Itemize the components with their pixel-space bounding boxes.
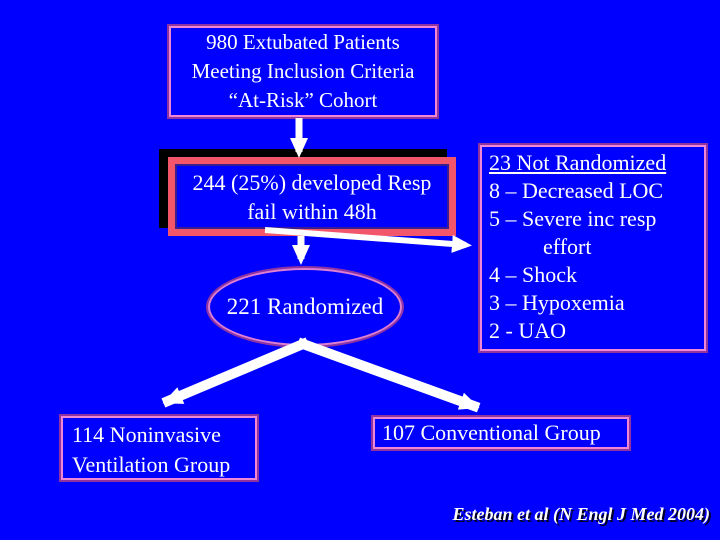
niv-group-box: 114 Noninvasive Ventilation Group: [61, 416, 257, 480]
resp-fail-box: 244 (25%) developed Resp fail within 48h: [168, 157, 456, 236]
citation: Esteban et al (N Engl J Med 2004): [452, 504, 710, 524]
not-randomized-title: 23 Not Randomized: [489, 150, 667, 175]
not-randomized-item-continuation: effort: [543, 234, 592, 259]
not-randomized-item: 2 - UAO: [489, 318, 566, 343]
cohort-line: “At-Risk” Cohort: [228, 88, 378, 112]
arrow-randomized-to-niv: [161, 337, 310, 408]
not-randomized-box: 23 Not Randomized 8 – Decreased LOC 5 – …: [480, 145, 706, 351]
cohort-line: Meeting Inclusion Criteria: [191, 59, 415, 83]
not-randomized-item: 5 – Severe inc resp: [489, 206, 657, 231]
cohort-box: 980 Extubated Patients Meeting Inclusion…: [169, 26, 437, 117]
niv-group-line: Ventilation Group: [72, 452, 231, 477]
not-randomized-item: 3 – Hypoxemia: [489, 290, 625, 315]
niv-group-line: 114 Noninvasive: [72, 422, 221, 447]
resp-fail-line: 244 (25%) developed Resp: [192, 169, 432, 195]
arrow-randomized-to-conventional: [296, 337, 481, 413]
cohort-line: 980 Extubated Patients: [206, 30, 400, 54]
conventional-group-label: 107 Conventional Group: [382, 420, 601, 445]
not-randomized-item: 4 – Shock: [489, 262, 577, 287]
not-randomized-item: 8 – Decreased LOC: [489, 178, 664, 203]
conventional-group-box: 107 Conventional Group: [373, 417, 629, 449]
resp-fail-line: fail within 48h: [247, 198, 377, 224]
randomized-ellipse: 221 Randomized: [208, 268, 402, 346]
randomized-label: 221 Randomized: [226, 294, 384, 319]
